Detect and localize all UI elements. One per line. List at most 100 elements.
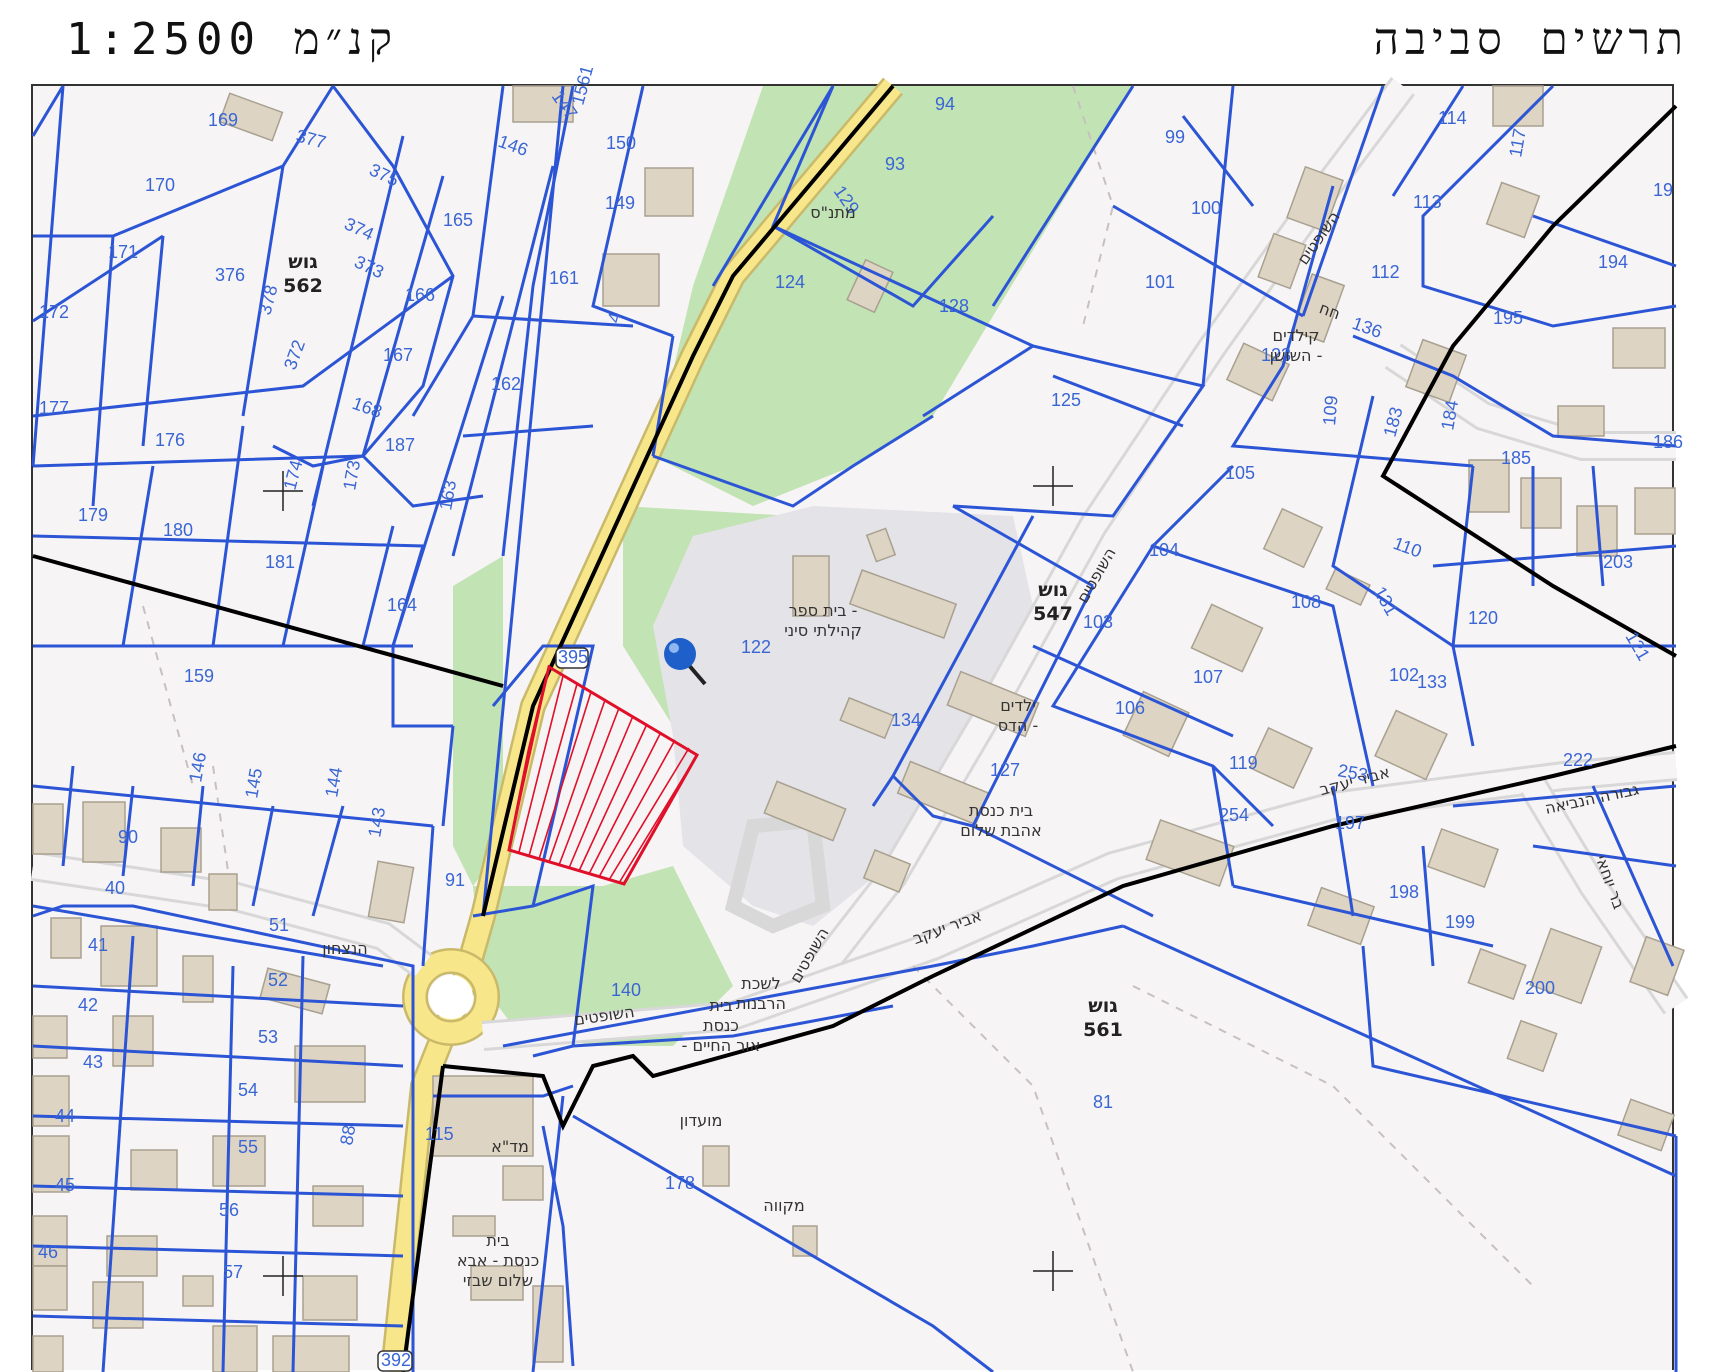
- parcel-number: 170: [145, 175, 175, 195]
- parcel-number: 392: [381, 1350, 411, 1370]
- parcel-number: 254: [1219, 805, 1249, 825]
- parcel-number: 222: [1563, 750, 1593, 770]
- parcel-number: 395: [558, 647, 588, 667]
- parcel-number: 53: [258, 1027, 278, 1047]
- landmark-label: קילדים: [1273, 326, 1320, 345]
- parcel-number: 1561: [568, 63, 598, 107]
- parcel-number: 203: [1603, 552, 1633, 572]
- parcel-number: 150: [606, 133, 636, 153]
- parcel-number: 178: [665, 1173, 695, 1193]
- parcel-number: 377: [294, 126, 328, 153]
- scale-word: קנ״מ: [293, 14, 399, 65]
- landmark-label: בית: [709, 996, 732, 1015]
- block-boundaries: [32, 84, 1678, 1372]
- parcel-number: 93: [885, 154, 905, 174]
- landmark-label: מד"א: [491, 1137, 529, 1156]
- parcel-number: 81: [1093, 1092, 1113, 1112]
- parcel-number: 134: [891, 710, 921, 730]
- parcel-number: 110: [1391, 533, 1425, 562]
- parcel-number: 45: [55, 1175, 75, 1195]
- parcel-number: 127: [990, 760, 1020, 780]
- parcel-number: 99: [1165, 127, 1185, 147]
- landmark-label: השושן -: [1270, 346, 1323, 365]
- parcel-number: 146: [185, 751, 210, 784]
- landmark-label: ילדים: [1000, 696, 1036, 715]
- landmark-label: בית ספר -: [789, 601, 858, 620]
- parcel-number: 194: [1598, 252, 1628, 272]
- landmark-label: לשכת: [741, 974, 780, 993]
- parcel-number: 125: [1051, 390, 1081, 410]
- landmark-label: הדס -: [998, 716, 1038, 735]
- scale-value: 1:2500: [66, 14, 261, 65]
- parcel-number: 44: [55, 1106, 75, 1126]
- parcel-number: 164: [387, 595, 417, 615]
- parcel-number: 101: [1145, 272, 1175, 292]
- parcel-number: 173: [339, 459, 364, 492]
- parcel-number: 52: [268, 970, 288, 990]
- parcel-number: 149: [605, 193, 635, 213]
- block-number: 561: [1083, 1019, 1123, 1041]
- parcel-number: 42: [78, 995, 98, 1015]
- landmark-label: כנסת - אבא: [457, 1251, 539, 1270]
- block-number: 547: [1033, 603, 1073, 625]
- parcel-number: 105: [1225, 463, 1255, 483]
- parcel-number: 167: [383, 345, 413, 365]
- parcel-number: 373: [351, 251, 387, 282]
- parcel-number: 186: [1653, 432, 1683, 452]
- landmark-label: מתנ"ס: [810, 203, 856, 222]
- parcel-number: 146: [496, 131, 531, 160]
- parcel-number: 374: [341, 213, 377, 244]
- parcel-number: 185: [1501, 448, 1531, 468]
- parcel-number: 143: [364, 806, 389, 839]
- parcel-number: 46: [38, 1242, 58, 1262]
- parcel-number: 183: [1380, 405, 1407, 439]
- parcel-number: 40: [105, 878, 125, 898]
- subject-plot[interactable]: [507, 664, 700, 886]
- parcel-number: 117: [1505, 127, 1530, 159]
- block-label: גוש: [1038, 579, 1067, 601]
- parcel-number: 103: [1083, 612, 1113, 632]
- parcel-number: 107: [1193, 667, 1223, 687]
- parcel-number: 122: [741, 637, 771, 657]
- landmark-label: - אור החיים: [682, 1036, 761, 1055]
- parcel-number: 56: [219, 1200, 239, 1220]
- parcel-number: 174: [280, 458, 307, 492]
- block-number: 562: [283, 275, 323, 297]
- landmark-label: בית: [486, 1231, 509, 1250]
- parcel-number: 91: [445, 870, 465, 890]
- parcel-number: 171: [108, 242, 138, 262]
- parcel-number: 372: [280, 337, 309, 372]
- location-pin-icon[interactable]: [664, 638, 707, 686]
- landmark-label: בית כנסת: [969, 801, 1033, 820]
- parcel-number: 181: [265, 552, 295, 572]
- parcel-number: 131: [1370, 583, 1402, 619]
- parcel-number: 109: [1319, 395, 1342, 427]
- parcel-number: 104: [1149, 540, 1179, 560]
- parcel-number: 19: [1653, 180, 1673, 200]
- parcel-number: 121: [1622, 628, 1654, 664]
- parcel-number: 145: [241, 767, 266, 800]
- parcel-number: 177: [39, 398, 69, 418]
- road-shields: [377, 647, 589, 1372]
- parcel-number: 187: [385, 435, 415, 455]
- parcel-number: 108: [1291, 592, 1321, 612]
- buildings: [32, 85, 1685, 1372]
- landmark-label: קהילתי סיני: [784, 621, 862, 640]
- parcel-number: 54: [238, 1080, 258, 1100]
- parcel-number: 184: [1437, 399, 1462, 432]
- block-label: גוש: [288, 251, 317, 273]
- parcel-number: 102: [1389, 665, 1419, 685]
- landmark-label: מועדון: [680, 1111, 723, 1130]
- parcel-number: 43: [83, 1052, 103, 1072]
- landmark-label: הרבנות: [736, 994, 786, 1013]
- parcel-number: 41: [88, 935, 108, 955]
- landmark-label: כנסת: [703, 1016, 739, 1035]
- parcel-number: 113: [1413, 192, 1442, 212]
- parcel-number: 172: [39, 302, 69, 322]
- parcel-number: 159: [184, 666, 214, 686]
- parcel-number: 166: [405, 285, 435, 305]
- parcel-number: 376: [215, 265, 245, 285]
- parcel-number: 114: [1438, 108, 1467, 128]
- parcel-number: 106: [1115, 698, 1145, 718]
